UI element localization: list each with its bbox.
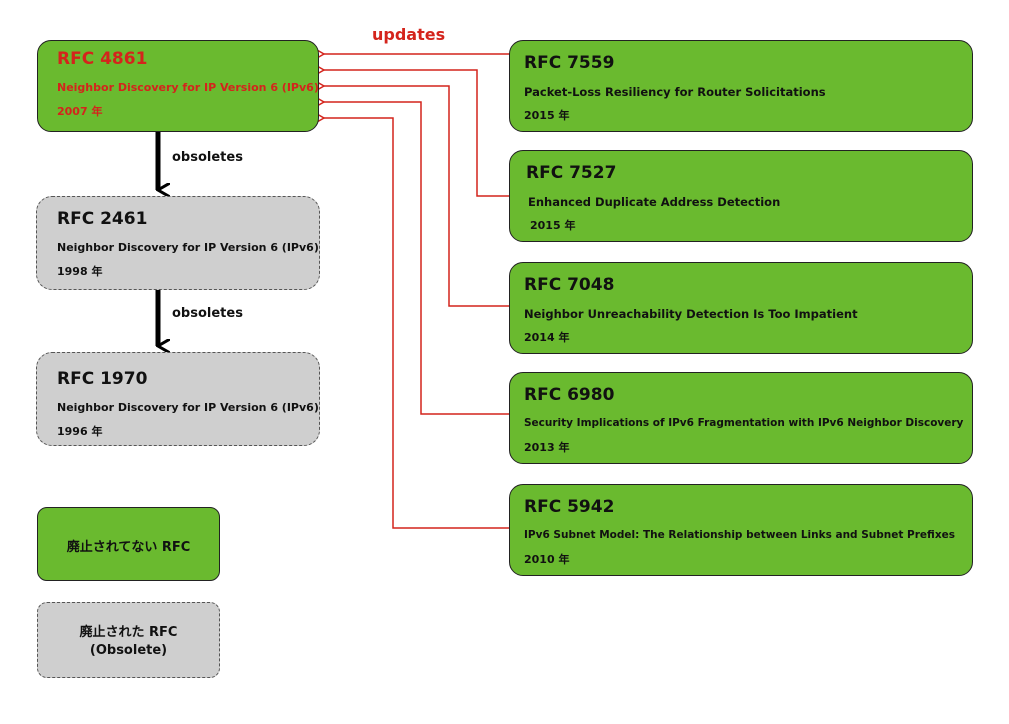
node-description: Security Implications of IPv6 Fragmentat… bbox=[524, 417, 964, 429]
node-rfc-7048[interactable]: RFC 7048 Neighbor Unreachability Detecti… bbox=[509, 262, 973, 354]
node-rfc-1970[interactable]: RFC 1970 Neighbor Discovery for IP Versi… bbox=[36, 352, 320, 446]
updates-edge-7048 bbox=[316, 81, 510, 307]
legend-active: 廃止されてない RFC bbox=[37, 507, 220, 581]
node-year: 1996 年 bbox=[57, 425, 103, 438]
node-title: RFC 7527 bbox=[526, 163, 617, 183]
node-year: 2015 年 bbox=[524, 109, 570, 122]
node-rfc-7527[interactable]: RFC 7527 Enhanced Duplicate Address Dete… bbox=[509, 150, 973, 242]
updates-edge-6980 bbox=[316, 97, 510, 415]
node-title: RFC 2461 bbox=[57, 209, 148, 229]
node-description: Neighbor Discovery for IP Version 6 (IPv… bbox=[57, 241, 319, 254]
node-rfc-6980[interactable]: RFC 6980 Security Implications of IPv6 F… bbox=[509, 372, 973, 464]
node-description: Neighbor Discovery for IP Version 6 (IPv… bbox=[57, 81, 319, 94]
node-description: Neighbor Unreachability Detection Is Too… bbox=[524, 307, 858, 321]
updates-edge-5942 bbox=[316, 113, 510, 529]
node-title: RFC 7048 bbox=[524, 275, 615, 295]
node-description: Enhanced Duplicate Address Detection bbox=[528, 195, 781, 209]
updates-edge-7527 bbox=[316, 65, 510, 197]
node-title: RFC 6980 bbox=[524, 385, 615, 405]
node-rfc-2461[interactable]: RFC 2461 Neighbor Discovery for IP Versi… bbox=[36, 196, 320, 290]
node-year: 1998 年 bbox=[57, 265, 103, 278]
updates-label: updates bbox=[372, 25, 446, 44]
node-year: 2007 年 bbox=[57, 105, 103, 118]
node-year: 2013 年 bbox=[524, 441, 570, 454]
node-rfc-4861[interactable]: RFC 4861 Neighbor Discovery for IP Versi… bbox=[37, 40, 319, 132]
node-description: IPv6 Subnet Model: The Relationship betw… bbox=[524, 529, 955, 541]
obsoletes-label-2: obsoletes bbox=[172, 306, 243, 321]
node-title: RFC 7559 bbox=[524, 53, 615, 73]
node-description: Neighbor Discovery for IP Version 6 (IPv… bbox=[57, 401, 319, 414]
legend-obsolete-label-2: (Obsolete) bbox=[89, 643, 168, 658]
legend-obsolete-label-1: 廃止された RFC bbox=[79, 625, 178, 640]
node-title: RFC 1970 bbox=[57, 369, 148, 389]
legend-obsolete: 廃止された RFC (Obsolete) bbox=[37, 602, 220, 678]
node-title: RFC 5942 bbox=[524, 497, 615, 517]
node-title: RFC 4861 bbox=[57, 49, 148, 69]
obsoletes-label-1: obsoletes bbox=[172, 150, 243, 165]
node-year: 2015 年 bbox=[530, 219, 576, 232]
node-year: 2010 年 bbox=[524, 553, 570, 566]
node-year: 2014 年 bbox=[524, 331, 570, 344]
node-rfc-5942[interactable]: RFC 5942 IPv6 Subnet Model: The Relation… bbox=[509, 484, 973, 576]
node-rfc-7559[interactable]: RFC 7559 Packet-Loss Resiliency for Rout… bbox=[509, 40, 973, 132]
node-description: Packet-Loss Resiliency for Router Solici… bbox=[524, 85, 826, 99]
legend-active-label: 廃止されてない RFC bbox=[66, 540, 191, 555]
